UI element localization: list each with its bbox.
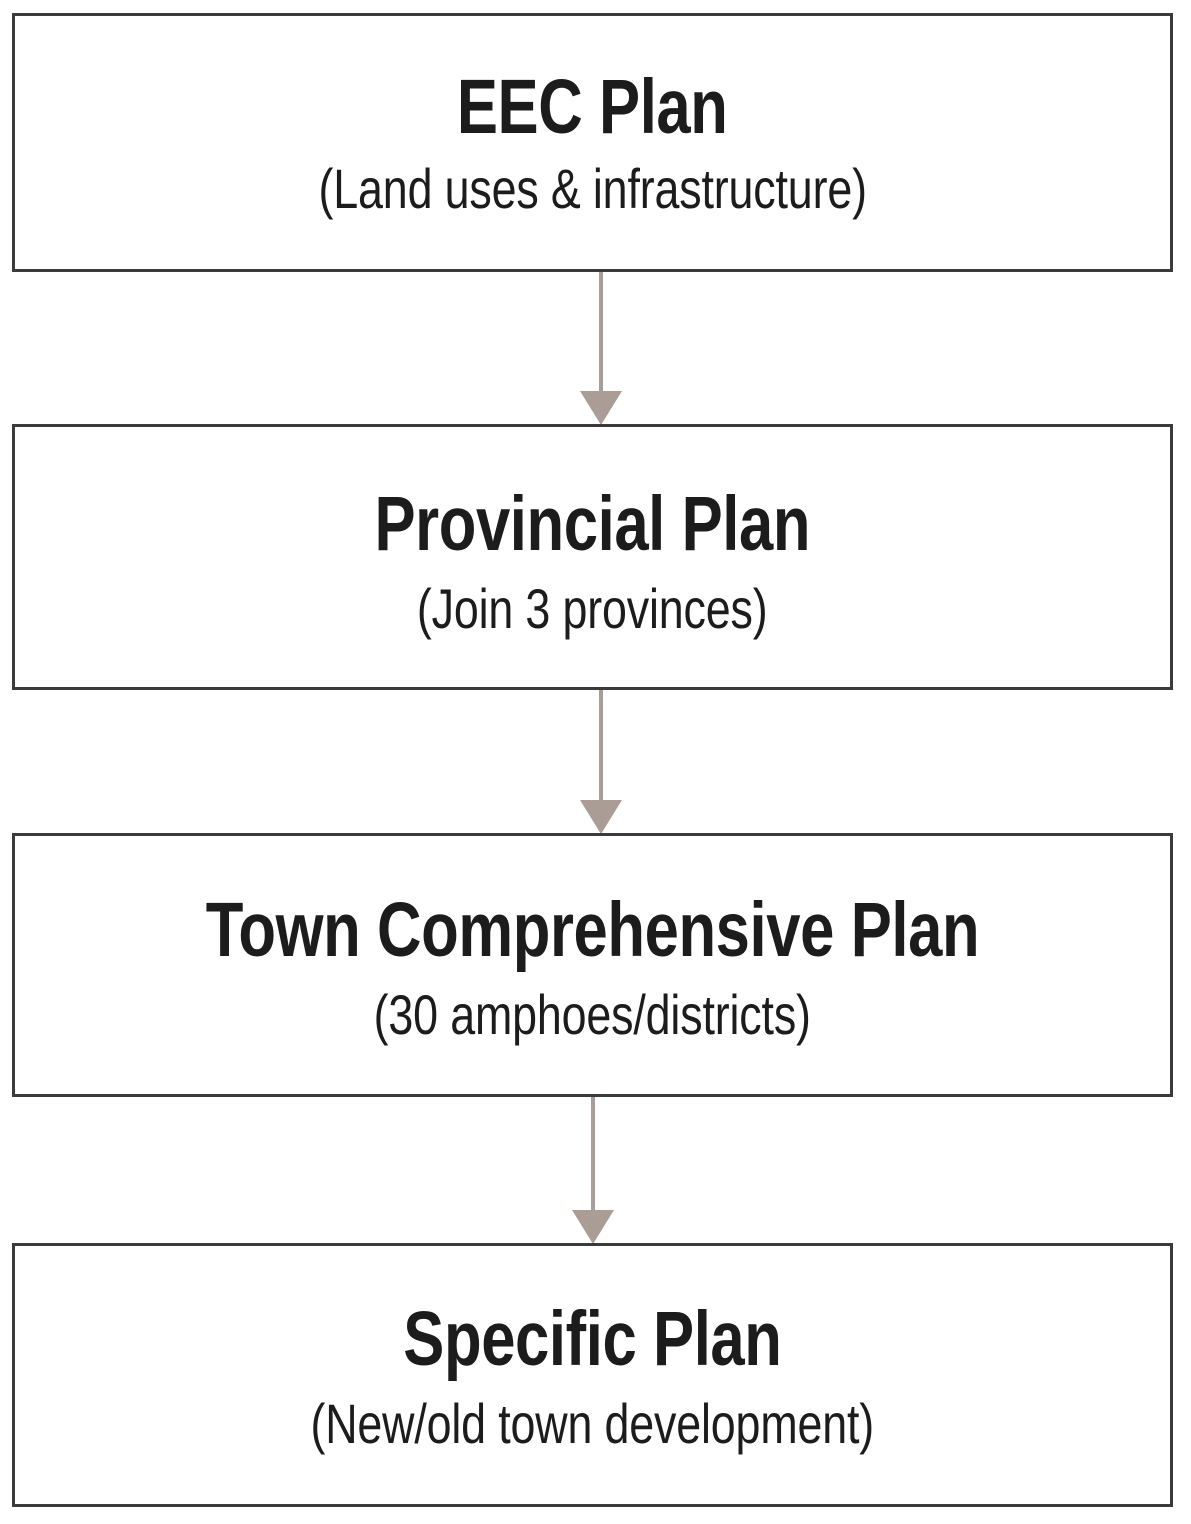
flow-node-title: Town Comprehensive Plan [205, 887, 980, 974]
arrow-stem [599, 690, 603, 802]
flow-node-title: Provincial Plan [374, 481, 811, 568]
flow-node-provincial-plan[interactable]: Provincial Plan (Join 3 provinces) [12, 424, 1173, 690]
flow-node-title: Specific Plan [403, 1296, 782, 1383]
arrow-stem [591, 1097, 595, 1212]
arrow-head [580, 800, 622, 834]
flow-node-subtitle: (Join 3 provinces) [417, 576, 768, 640]
arrow-stem [599, 272, 603, 394]
arrow-down-icon-town-to-specific [572, 1097, 614, 1244]
arrow-head [572, 1210, 614, 1244]
arrow-down-icon-provincial-to-town [580, 690, 622, 834]
flow-node-specific-plan[interactable]: Specific Plan (New/old town development) [12, 1243, 1173, 1507]
flow-node-title: EEC Plan [457, 63, 728, 150]
arrow-down-icon-eec-to-provincial [580, 272, 622, 425]
flow-node-subtitle: (New/old town development) [310, 1391, 875, 1455]
arrow-head [580, 391, 622, 425]
flow-node-eec-plan[interactable]: EEC Plan (Land uses & infrastructure) [12, 13, 1173, 272]
flow-node-subtitle: (30 amphoes/districts) [373, 982, 812, 1046]
flow-node-subtitle: (Land uses & infrastructure) [318, 157, 867, 221]
flow-node-town-comprehensive-plan[interactable]: Town Comprehensive Plan (30 amphoes/dist… [12, 833, 1173, 1097]
